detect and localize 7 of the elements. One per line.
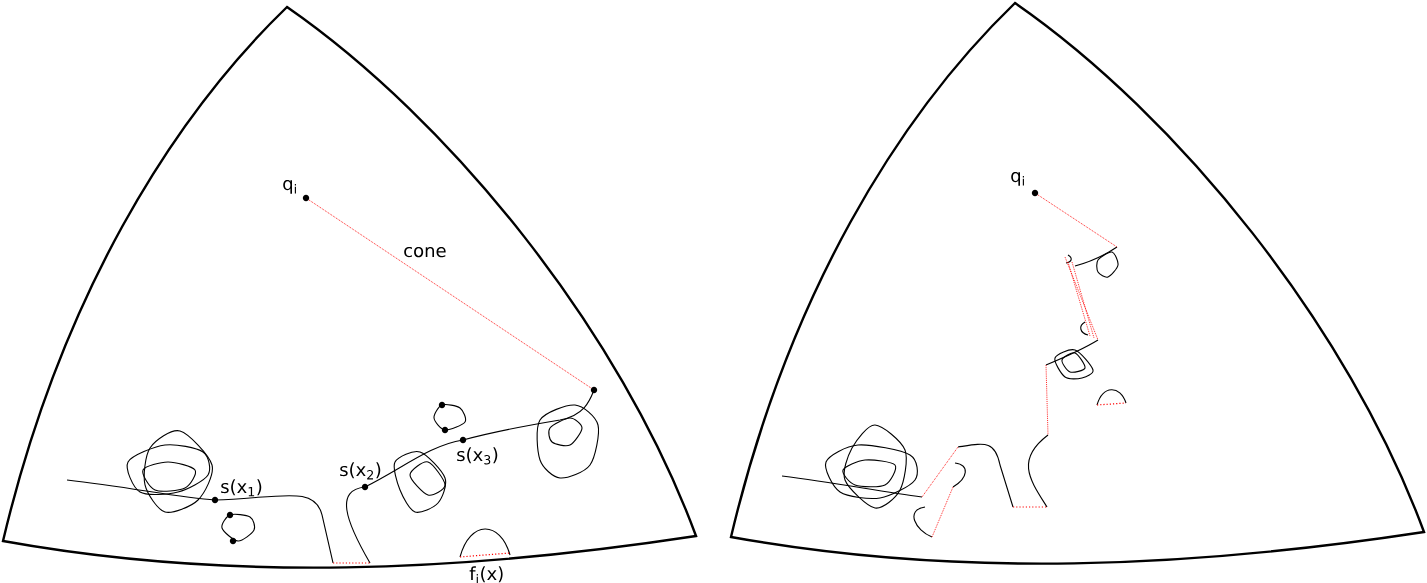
math-label: q$_{i}$ [1011,171,1024,186]
math-label: cone [404,246,446,258]
math-label: q$_{i}$ [283,179,296,194]
math-label: s(x$_{2}$) [340,462,381,480]
math-label: s(x$_{3}$) [457,447,498,465]
math-label: f$_{i}$(x) [469,566,503,583]
math-label: s(x$_{1}$) [221,479,262,497]
